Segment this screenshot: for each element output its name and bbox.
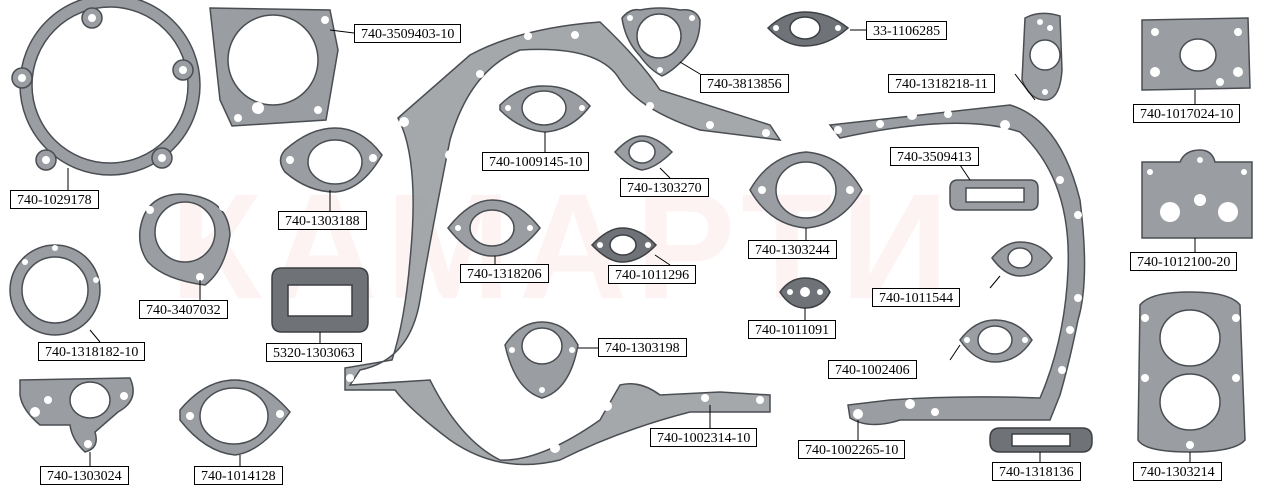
label-740-1009145-10: 740-1009145-10: [482, 152, 590, 171]
gasket-740-1014128: [179, 379, 291, 456]
leader-lines: [67, 29, 1196, 466]
gasket-740-1318182-10: [9, 244, 101, 336]
label-740-1303024: 740-1303024: [40, 466, 129, 485]
gasket-740-1012100-20: [1141, 149, 1253, 239]
label-740-3509413: 740-3509413: [890, 147, 979, 166]
gasket-740-1011296: [590, 227, 658, 263]
label-740-3813856: 740-3813856: [700, 74, 789, 93]
label-740-1318182-10: 740-1318182-10: [38, 342, 146, 361]
gasket-740-3813856: [621, 7, 701, 77]
gasket-cover-right: [828, 104, 1086, 426]
label-740-1303214: 740-1303214: [1133, 462, 1222, 481]
label-740-1303244: 740-1303244: [748, 240, 837, 259]
label-740-1014128: 740-1014128: [194, 466, 283, 485]
label-740-1303188: 740-1303188: [278, 211, 367, 230]
label-740-1303198: 740-1303198: [598, 338, 687, 357]
gasket-740-3509413: [949, 179, 1039, 211]
gasket-740-1011091: [779, 277, 831, 309]
gasket-740-1002406: [959, 319, 1033, 363]
gasket-740-1303188: [279, 127, 383, 193]
label-740-1303270: 740-1303270: [620, 178, 709, 197]
gasket-740-1011544: [991, 241, 1053, 277]
label-5320-1303063: 5320-1303063: [266, 343, 362, 362]
gasket-740-1303214: [1137, 291, 1246, 453]
label-740-1002265-10: 740-1002265-10: [798, 440, 906, 459]
label-33-1106285: 33-1106285: [866, 21, 948, 40]
gasket-740-1303244: [749, 151, 863, 229]
label-740-1011544: 740-1011544: [872, 288, 961, 307]
label-740-1318218-11: 740-1318218-11: [888, 74, 995, 93]
gasket-5320-1303063: [271, 267, 369, 333]
gasket-740-3509403-10: [209, 7, 339, 127]
label-740-1318206: 740-1318206: [460, 264, 549, 283]
label-740-1011296: 740-1011296: [608, 265, 697, 284]
label-740-1318136: 740-1318136: [992, 462, 1081, 481]
gasket-740-1318218-11: [1021, 12, 1063, 101]
label-740-1011091: 740-1011091: [748, 320, 837, 339]
label-740-1002314-10: 740-1002314-10: [650, 428, 758, 447]
label-740-1012100-20: 740-1012100-20: [1130, 252, 1238, 271]
gasket-740-1303024: [19, 377, 134, 453]
gasket-740-3407032: [138, 193, 231, 286]
label-740-1002406: 740-1002406: [828, 360, 917, 379]
gasket-740-1002314-10: [344, 21, 782, 466]
gasket-740-1009145-10: [499, 85, 591, 133]
label-740-3407032: 740-3407032: [139, 300, 228, 319]
gasket-740-1318206: [447, 199, 541, 257]
label-740-3509403-10: 740-3509403-10: [354, 24, 462, 43]
gasket-740-1303198: [504, 321, 579, 399]
label-740-1029178: 740-1029178: [10, 190, 99, 209]
gasket-740-1029178: [11, 0, 201, 176]
gasket-740-1303270: [613, 135, 674, 171]
gasket-33-1106285: [766, 11, 850, 47]
gasket-740-1318136: [989, 427, 1093, 453]
label-740-1017024-10: 740-1017024-10: [1133, 104, 1241, 123]
gasket-740-1017024-10: [1141, 17, 1251, 91]
